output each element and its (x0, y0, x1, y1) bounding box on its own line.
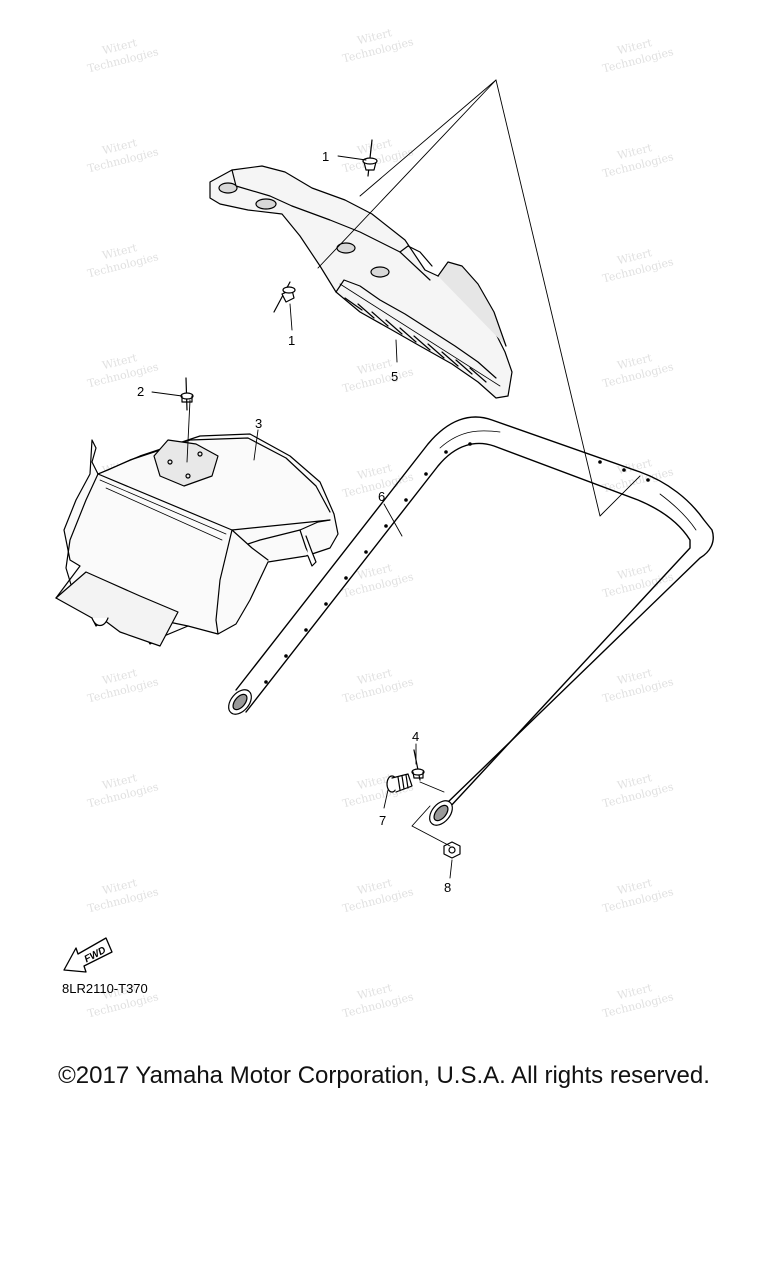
part-1-rivet-upper (362, 139, 378, 177)
callout-6: 6 (378, 489, 385, 504)
callout-8: 8 (444, 880, 451, 895)
part-3-storage-bag (55, 433, 339, 647)
leader-lines (151, 155, 453, 879)
part-4-rivet (411, 749, 425, 781)
diagram-drawing: 1 1 2 3 4 5 6 7 8 (55, 79, 714, 895)
part-2-rivet (180, 377, 194, 411)
part-7-bolt (386, 773, 413, 793)
callout-numbers: 1 1 2 3 4 5 6 7 8 (137, 149, 451, 895)
callout-5: 5 (391, 369, 398, 384)
callout-4: 4 (412, 729, 419, 744)
callout-1-lower: 1 (288, 333, 295, 348)
reference-lines (186, 79, 641, 847)
callout-7: 7 (379, 813, 386, 828)
copyright-notice: ©2017 Yamaha Motor Corporation, U.S.A. A… (58, 1062, 710, 1089)
callout-1-upper: 1 (322, 149, 329, 164)
fwd-label: FWD (83, 945, 108, 965)
fwd-arrow-icon: FWD (63, 937, 113, 973)
part-8-nut (443, 841, 461, 859)
diagram-code: 8LR2110-T370 (62, 981, 148, 996)
part-5-bracket (209, 165, 513, 399)
callout-3: 3 (255, 416, 262, 431)
part-6-tube (228, 416, 714, 826)
callout-2: 2 (137, 384, 144, 399)
part-1-rivet-lower (273, 281, 296, 313)
